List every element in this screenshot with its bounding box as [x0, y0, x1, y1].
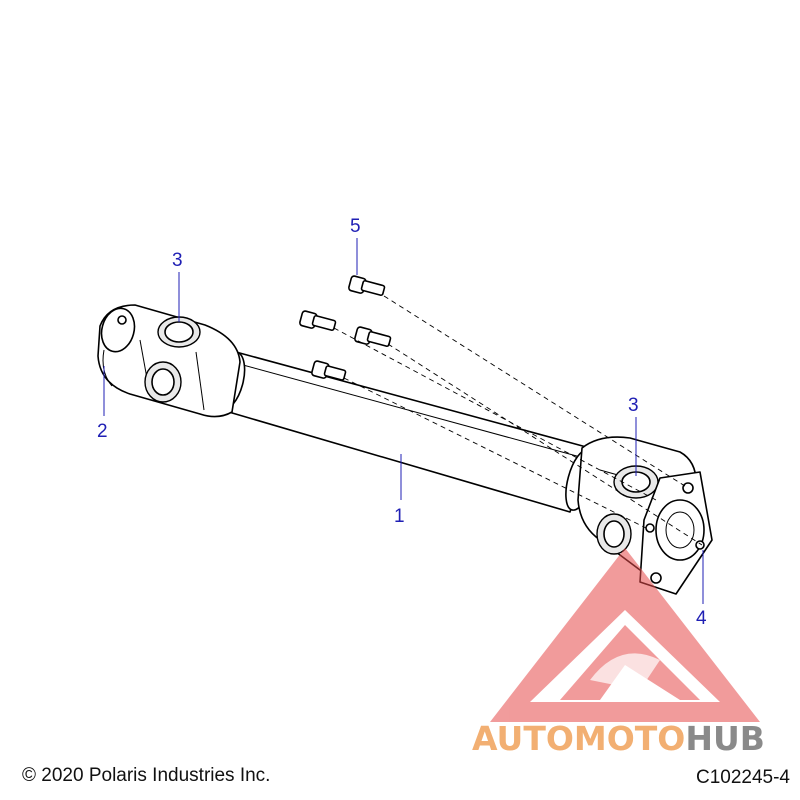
- left-yoke: [97, 304, 241, 418]
- watermark-triangle-logo: [490, 548, 760, 722]
- right-cross-cap: [596, 513, 632, 555]
- bolt: [299, 310, 337, 332]
- automotohub-watermark: AUTOMOTOHUB: [472, 548, 765, 758]
- copyright-text: © 2020 Polaris Industries Inc.: [22, 765, 271, 786]
- drive-shaft-tube: [212, 350, 595, 513]
- callout-2: 2: [97, 421, 108, 442]
- callout-3-right: 3: [628, 395, 639, 416]
- flange: [639, 471, 713, 595]
- bolt: [311, 360, 347, 381]
- watermark-text-primary: AUTOMOTO: [472, 719, 685, 758]
- bolt: [348, 275, 386, 297]
- alignment-lines: [333, 295, 703, 546]
- figure-id: C102245-4: [695, 767, 790, 788]
- watermark-text: AUTOMOTOHUB: [472, 719, 765, 758]
- callout-3-left: 3: [172, 250, 183, 271]
- callout-4: 4: [696, 608, 707, 629]
- left-cross-cap: [144, 361, 182, 403]
- bolt: [354, 326, 392, 348]
- callout-5: 5: [350, 216, 361, 237]
- watermark-text-secondary: HUB: [685, 719, 765, 758]
- callout-1: 1: [394, 506, 405, 527]
